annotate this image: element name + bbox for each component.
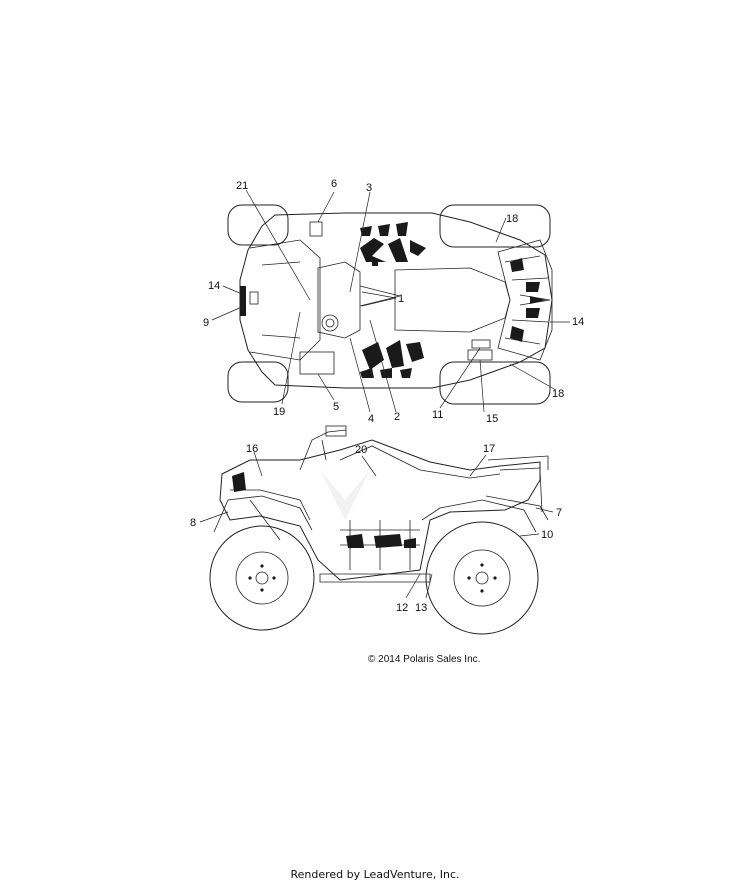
seat: [394, 267, 511, 333]
front-wheel-tire: [209, 525, 315, 631]
callout-18-upper: 18: [506, 213, 518, 225]
watermark-logo: [320, 470, 370, 520]
rear-wheel-rim: [453, 549, 511, 607]
decal-5: [299, 351, 335, 375]
callout-labels: 21 6 3 18 14 1 9 14 18 19 5 4 2 11 15 16…: [190, 178, 584, 614]
top-view-leaders: [211, 189, 570, 413]
callout-3: 3: [366, 182, 372, 194]
callout-12: 12: [396, 602, 408, 614]
callout-16: 16: [246, 443, 258, 455]
callout-18-lower: 18: [552, 388, 564, 400]
top-body-outline: [239, 212, 553, 389]
callout-14-front: 14: [208, 280, 220, 292]
callout-7: 7: [556, 507, 562, 519]
rear-left-tire: [439, 204, 551, 248]
decal-6: [309, 221, 323, 237]
rear-rack: [497, 239, 553, 361]
atv-top-view: [227, 204, 553, 405]
callout-20: 20: [355, 444, 367, 456]
atv-side-view: [209, 425, 549, 635]
side-body-outline: [219, 439, 541, 581]
side-view-leaders: [199, 451, 554, 599]
callout-9: 9: [203, 317, 209, 329]
callout-6: 6: [331, 178, 337, 190]
callout-8: 8: [190, 517, 196, 529]
callout-2: 2: [394, 411, 400, 423]
callout-17: 17: [483, 443, 495, 455]
decal-15: [467, 349, 493, 361]
decal-9: [249, 291, 259, 305]
front-left-tire: [227, 204, 289, 246]
side-decal-lower: [360, 340, 424, 378]
side-handlebar: [299, 429, 347, 471]
footer-credit: Rendered by LeadVenture, Inc.: [290, 868, 460, 881]
callout-5: 5: [333, 401, 339, 413]
callout-4: 4: [368, 413, 374, 425]
decal-14-front: [240, 286, 246, 316]
callout-13: 13: [415, 602, 427, 614]
front-fender: [249, 239, 321, 361]
copyright-notice: © 2014 Polaris Sales Inc.: [368, 654, 481, 665]
rear-wheel-tire: [425, 521, 539, 635]
side-decal-upper: [360, 222, 426, 266]
callout-15: 15: [486, 413, 498, 425]
front-right-tire: [227, 361, 289, 403]
callout-1: 1: [398, 293, 404, 305]
front-wheel-rim: [235, 551, 289, 605]
callout-14-rear: 14: [572, 316, 584, 328]
fuel-cap: [321, 314, 339, 332]
decal-11: [471, 339, 491, 349]
callout-11: 11: [432, 409, 443, 421]
rear-right-tire: [439, 361, 551, 405]
handlebar-area: [317, 261, 361, 339]
callout-21: 21: [236, 180, 248, 192]
callout-19: 19: [273, 406, 285, 418]
callout-10: 10: [541, 529, 553, 541]
rack-decal: [510, 258, 546, 342]
